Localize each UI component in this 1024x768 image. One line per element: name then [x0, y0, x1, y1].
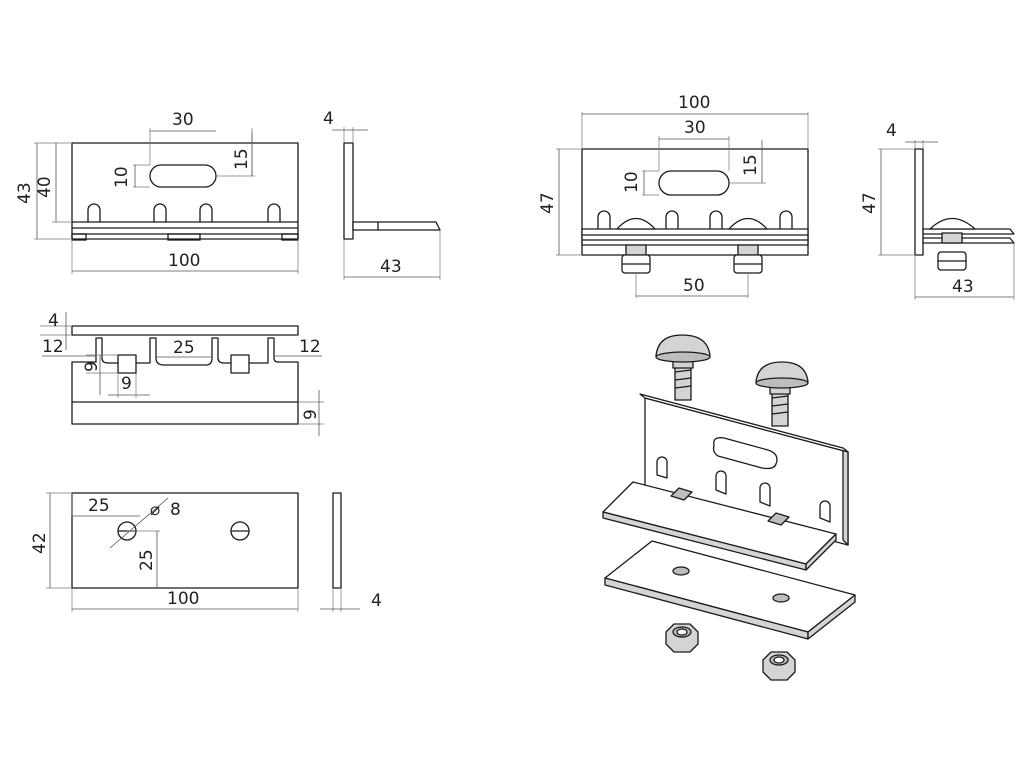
dim-slot-height: 10	[622, 171, 642, 193]
dim-slot-length: 15	[232, 148, 252, 170]
dim-slot-length: 15	[741, 154, 761, 176]
view-front-bracket: 30 15 10 43 40 100	[15, 110, 299, 274]
dim-offset-x: 25	[88, 496, 110, 516]
dim-thickness: 4	[323, 109, 334, 129]
dim-plate-thickness: 4	[48, 311, 59, 331]
dim-end-right: 12	[299, 337, 321, 357]
dim-width: 100	[678, 93, 710, 113]
dim-notch: 25	[173, 338, 195, 358]
dim-depth: 43	[380, 257, 402, 277]
backing-plate	[604, 540, 856, 640]
square-hole	[117, 354, 137, 374]
dim-hole-size: 9	[121, 374, 132, 394]
dim-hole-offset: 9	[82, 361, 102, 372]
dim-bolt-spacing: 50	[683, 276, 705, 296]
isometric-exploded-view	[602, 334, 856, 681]
hex-nut	[665, 623, 699, 653]
dim-thickness: 4	[886, 121, 897, 141]
dim-width: 100	[168, 251, 200, 271]
dim-slot-width: 30	[684, 118, 706, 138]
dim-height: 42	[30, 532, 50, 554]
diameter-symbol: ⌀	[150, 500, 160, 520]
slot	[658, 170, 730, 196]
view-top-bracket: 4 12 12 25 9 9 9	[40, 311, 324, 436]
view-flat-plate: 25 ⌀ 8 25 42 100 4	[30, 492, 382, 612]
view-assembly-front: 100 30 15 10 47 50	[538, 93, 809, 298]
dim-height-inner: 40	[35, 176, 55, 198]
dim-depth: 43	[952, 277, 974, 297]
slot	[149, 164, 217, 188]
carriage-bolt	[755, 361, 809, 427]
view-assembly-side: 4 47 43	[860, 121, 1015, 300]
dim-slot-height: 10	[112, 166, 132, 188]
dim-width: 100	[167, 589, 199, 609]
dim-slot-width: 30	[172, 110, 194, 130]
hex-nut	[762, 651, 796, 681]
angle-bracket	[602, 393, 849, 571]
dim-offset-y: 25	[137, 549, 157, 571]
dim-end-left: 12	[42, 337, 64, 357]
dim-height-outer: 43	[15, 182, 35, 204]
dim-diameter: 8	[170, 500, 181, 520]
square-hole	[230, 354, 250, 374]
dim-thickness: 4	[371, 591, 382, 611]
dim-height: 47	[860, 192, 880, 214]
dim-height: 47	[538, 192, 558, 214]
carriage-bolt	[655, 334, 711, 401]
dim-base-height: 9	[301, 409, 321, 420]
view-side-bracket: 4 43	[323, 109, 441, 280]
